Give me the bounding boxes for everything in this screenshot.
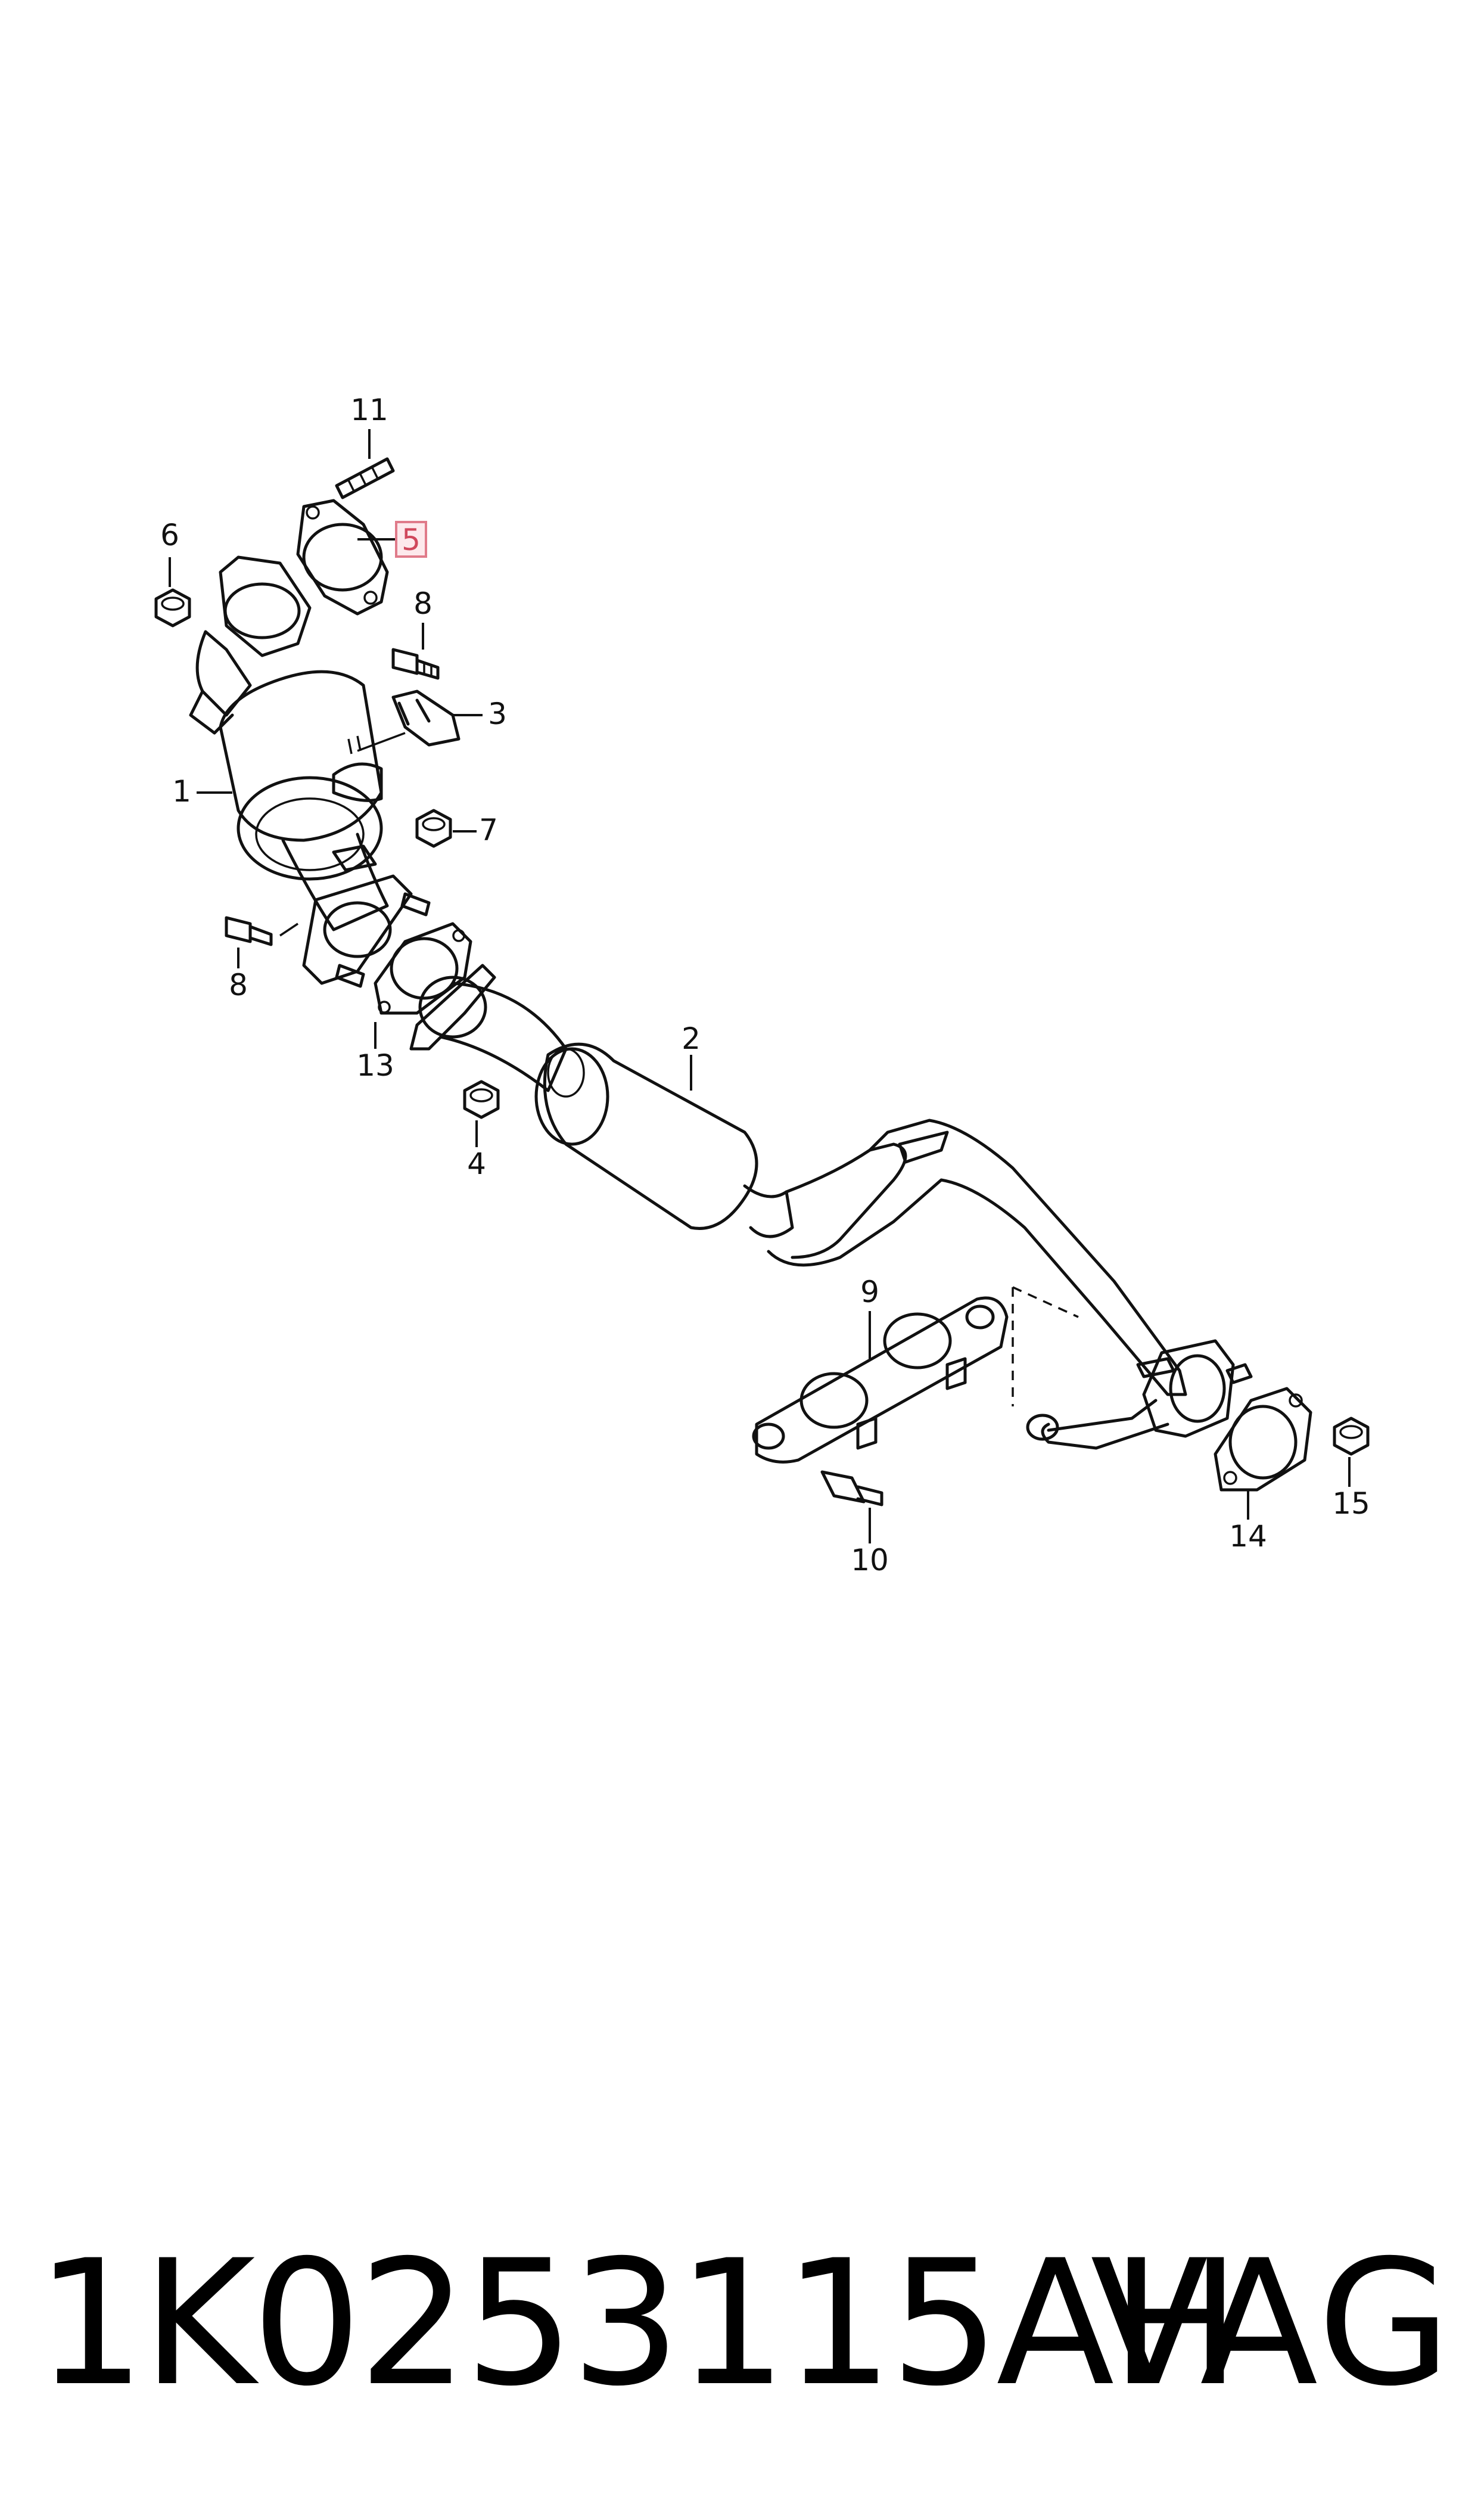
callout-2[interactable]: 2 [682,1021,701,1056]
callout-15[interactable]: 15 [1332,1486,1370,1521]
callout-4[interactable]: 4 [467,1147,486,1181]
part-3-bracket [357,689,461,752]
part-6-nut [154,588,191,628]
callout-8-upper[interactable]: 8 [413,586,433,621]
callout-10[interactable]: 10 [851,1543,889,1577]
callout-5[interactable]: 5 [402,523,421,557]
footer: 1K0253115AH VAG [36,2229,1454,2419]
part-4-nut [463,1080,500,1119]
callout-8-lower[interactable]: 8 [229,968,248,1002]
front-flange [302,874,431,988]
part-11-stud [335,457,395,499]
highlight-box-5 [395,521,427,558]
callout-11[interactable]: 11 [350,393,388,427]
callout-13[interactable]: 13 [356,1048,394,1083]
rear-flange [1026,1339,1253,1450]
callout-6[interactable]: 6 [160,518,179,552]
callout-9[interactable]: 9 [860,1275,879,1309]
part-8-bolt-upper [391,648,440,680]
part-10-bolt [820,1470,883,1507]
part-1-catalytic-converter [189,555,389,931]
dashed-cut-line [1012,1286,1079,1406]
part-9-bracket [752,1296,1009,1464]
callout-3[interactable]: 3 [488,697,507,731]
brand-name: VAG [1090,2223,1454,2424]
part-number: 1K0253115AH [36,2223,1241,2424]
callout-1[interactable]: 1 [172,774,191,809]
part-5-gasket [296,499,389,616]
part-8-bolt-lower [225,916,298,946]
part-2-middle-silencer [534,1042,1187,1396]
part-7-nut [415,809,452,848]
part-13-gasket [374,922,472,1015]
part-15-nut [1333,1417,1370,1456]
part-14-gasket [1214,1387,1312,1492]
callout-7[interactable]: 7 [479,813,498,847]
callout-14[interactable]: 14 [1229,1519,1267,1554]
